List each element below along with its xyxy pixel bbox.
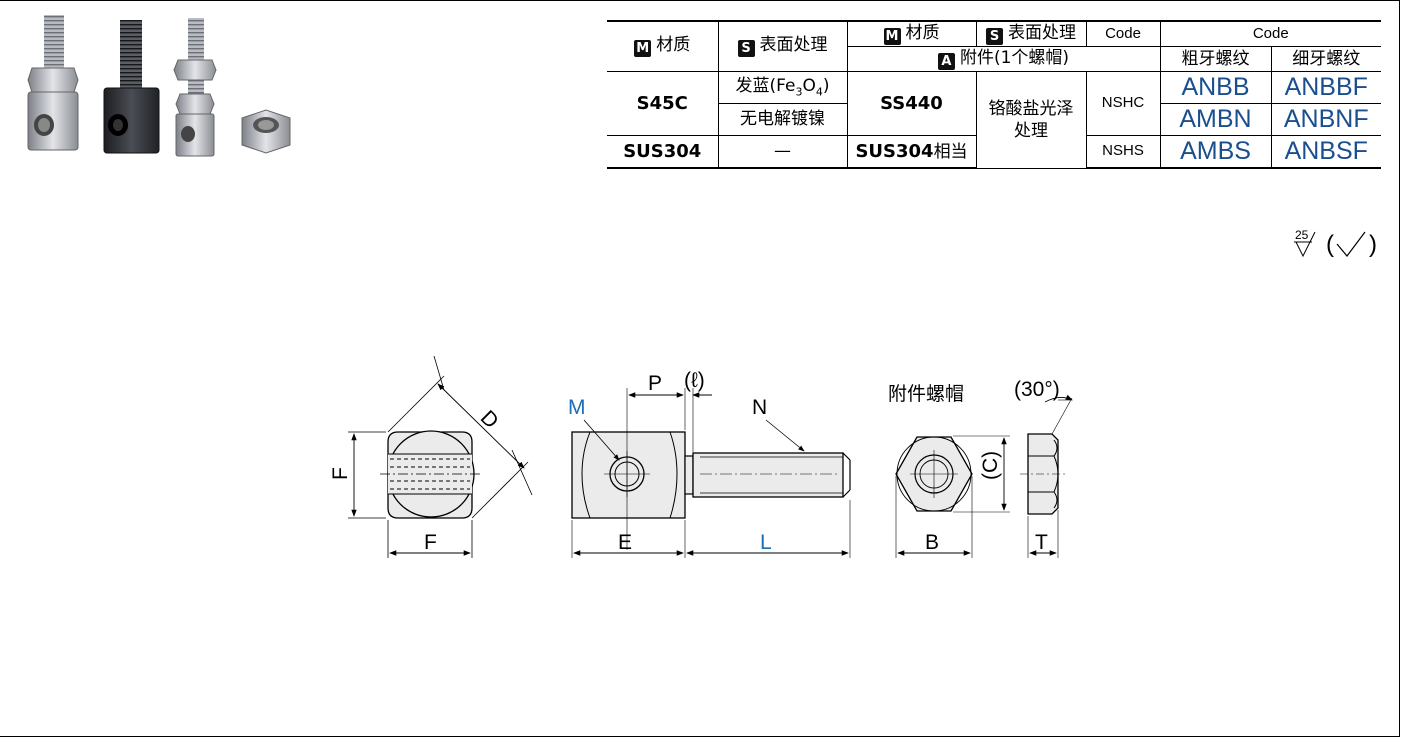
coarse-code-cell: AMBN bbox=[1159, 103, 1272, 136]
code-header: Code bbox=[1159, 20, 1381, 47]
dim-P-label: P bbox=[648, 372, 662, 395]
coarse-code-cell: AMBS bbox=[1159, 135, 1272, 169]
roughness-paren-close: ) bbox=[1369, 231, 1377, 258]
coarse-thread-header: 粗牙螺纹 bbox=[1159, 46, 1272, 72]
nut-code-cell: NSHS bbox=[1085, 135, 1161, 169]
dim-l-label: (ℓ) bbox=[684, 369, 705, 392]
fine-code-cell: ANBBF bbox=[1270, 71, 1381, 104]
fine-code-cell: ANBNF bbox=[1270, 103, 1381, 136]
roughness-value: 25 bbox=[1295, 228, 1309, 242]
dim-E-label: E bbox=[618, 531, 632, 554]
dim-T-label: T bbox=[1035, 531, 1048, 554]
nut-material-cell: SS440 bbox=[846, 71, 977, 136]
dim-F-side-label: F bbox=[329, 467, 352, 480]
end-view: D F F bbox=[329, 355, 533, 558]
dim-D-label: D bbox=[476, 406, 503, 433]
dim-B-label: B bbox=[925, 531, 939, 554]
accessory-badge: A bbox=[937, 52, 955, 70]
dim-angle-label: (30°) bbox=[1014, 378, 1060, 401]
coarse-code-cell: ANBB bbox=[1159, 71, 1272, 104]
dim-N-label: N bbox=[752, 396, 767, 419]
roughness-paren-open: ( bbox=[1326, 231, 1334, 258]
table-row: S45C 发蓝(Fe3O4) SS440 铬酸盐光泽处理 NSHC ANBB A… bbox=[607, 71, 1381, 169]
fine-code-cell: ANBSF bbox=[1270, 135, 1381, 169]
material-badge: M bbox=[634, 40, 652, 57]
nut-title: 附件螺帽 bbox=[888, 383, 964, 405]
nut-surface-badge: S bbox=[986, 27, 1003, 45]
product-photo bbox=[27, 15, 291, 157]
surface-badge: S bbox=[737, 40, 755, 57]
material-cell: SUS304 bbox=[607, 135, 719, 169]
technical-drawing: D F F P (ℓ) M bbox=[329, 355, 1073, 558]
table-row: 无电解镀镍 AMBN ANBNF bbox=[607, 103, 1381, 136]
dim-M-label: M bbox=[568, 396, 586, 419]
table-row: SUS304 — SUS304相当 NSHS AMBS ANBSF bbox=[607, 135, 1381, 169]
surface-cell: — bbox=[717, 135, 848, 169]
nut-material-cell: SUS304相当 bbox=[846, 135, 977, 169]
nut-code-header: Code bbox=[1085, 20, 1161, 47]
fine-thread-header: 细牙螺纹 bbox=[1270, 46, 1381, 72]
material-cell: S45C bbox=[607, 71, 719, 136]
check-mark-icon bbox=[1336, 231, 1366, 257]
surface-roughness-symbol: 25 ( ) bbox=[1294, 228, 1377, 258]
surface-cell: 发蓝(Fe3O4) bbox=[717, 71, 848, 104]
dim-C-label: (C) bbox=[979, 451, 1002, 480]
nut-material-badge: M bbox=[883, 27, 901, 45]
surface-cell: 无电解镀镍 bbox=[717, 103, 848, 136]
nut-code-cell: NSHC bbox=[1085, 71, 1161, 136]
nut-view: 附件螺帽 (C) B (30°) T bbox=[888, 378, 1073, 558]
side-view: P (ℓ) M N E L bbox=[568, 369, 851, 558]
dim-F-bottom-label: F bbox=[424, 531, 437, 554]
dim-L-label: L bbox=[760, 531, 772, 554]
nut-surface-cell: 铬酸盐光泽处理 bbox=[975, 71, 1087, 169]
